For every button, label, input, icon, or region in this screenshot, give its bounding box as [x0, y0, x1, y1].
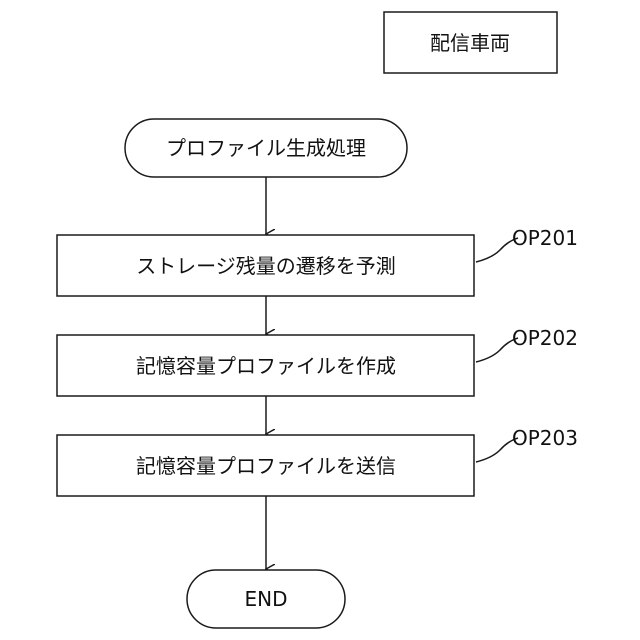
end-terminal: END	[187, 570, 345, 628]
step-op203-code: OP203	[512, 426, 578, 450]
start-terminal: プロファイル生成処理	[125, 119, 407, 177]
process-step-op202: 記憶容量プロファイルを作成 OP202	[57, 326, 578, 396]
step-op202-code: OP202	[512, 326, 578, 350]
end-terminal-text: END	[245, 587, 288, 611]
step-op202-text: 記憶容量プロファイルを作成	[136, 354, 396, 378]
process-step-op201: ストレージ残量の遷移を予測 OP201	[57, 226, 578, 296]
step-op203-text: 記憶容量プロファイルを送信	[136, 454, 396, 478]
step-op201-text: ストレージ残量の遷移を予測	[136, 254, 396, 278]
start-terminal-text: プロファイル生成処理	[166, 136, 366, 160]
process-step-op203: 記憶容量プロファイルを送信 OP203	[57, 426, 578, 496]
vehicle-label-text: 配信車両	[430, 31, 510, 55]
vehicle-label-box: 配信車両	[384, 12, 557, 73]
step-op201-code: OP201	[512, 226, 578, 250]
